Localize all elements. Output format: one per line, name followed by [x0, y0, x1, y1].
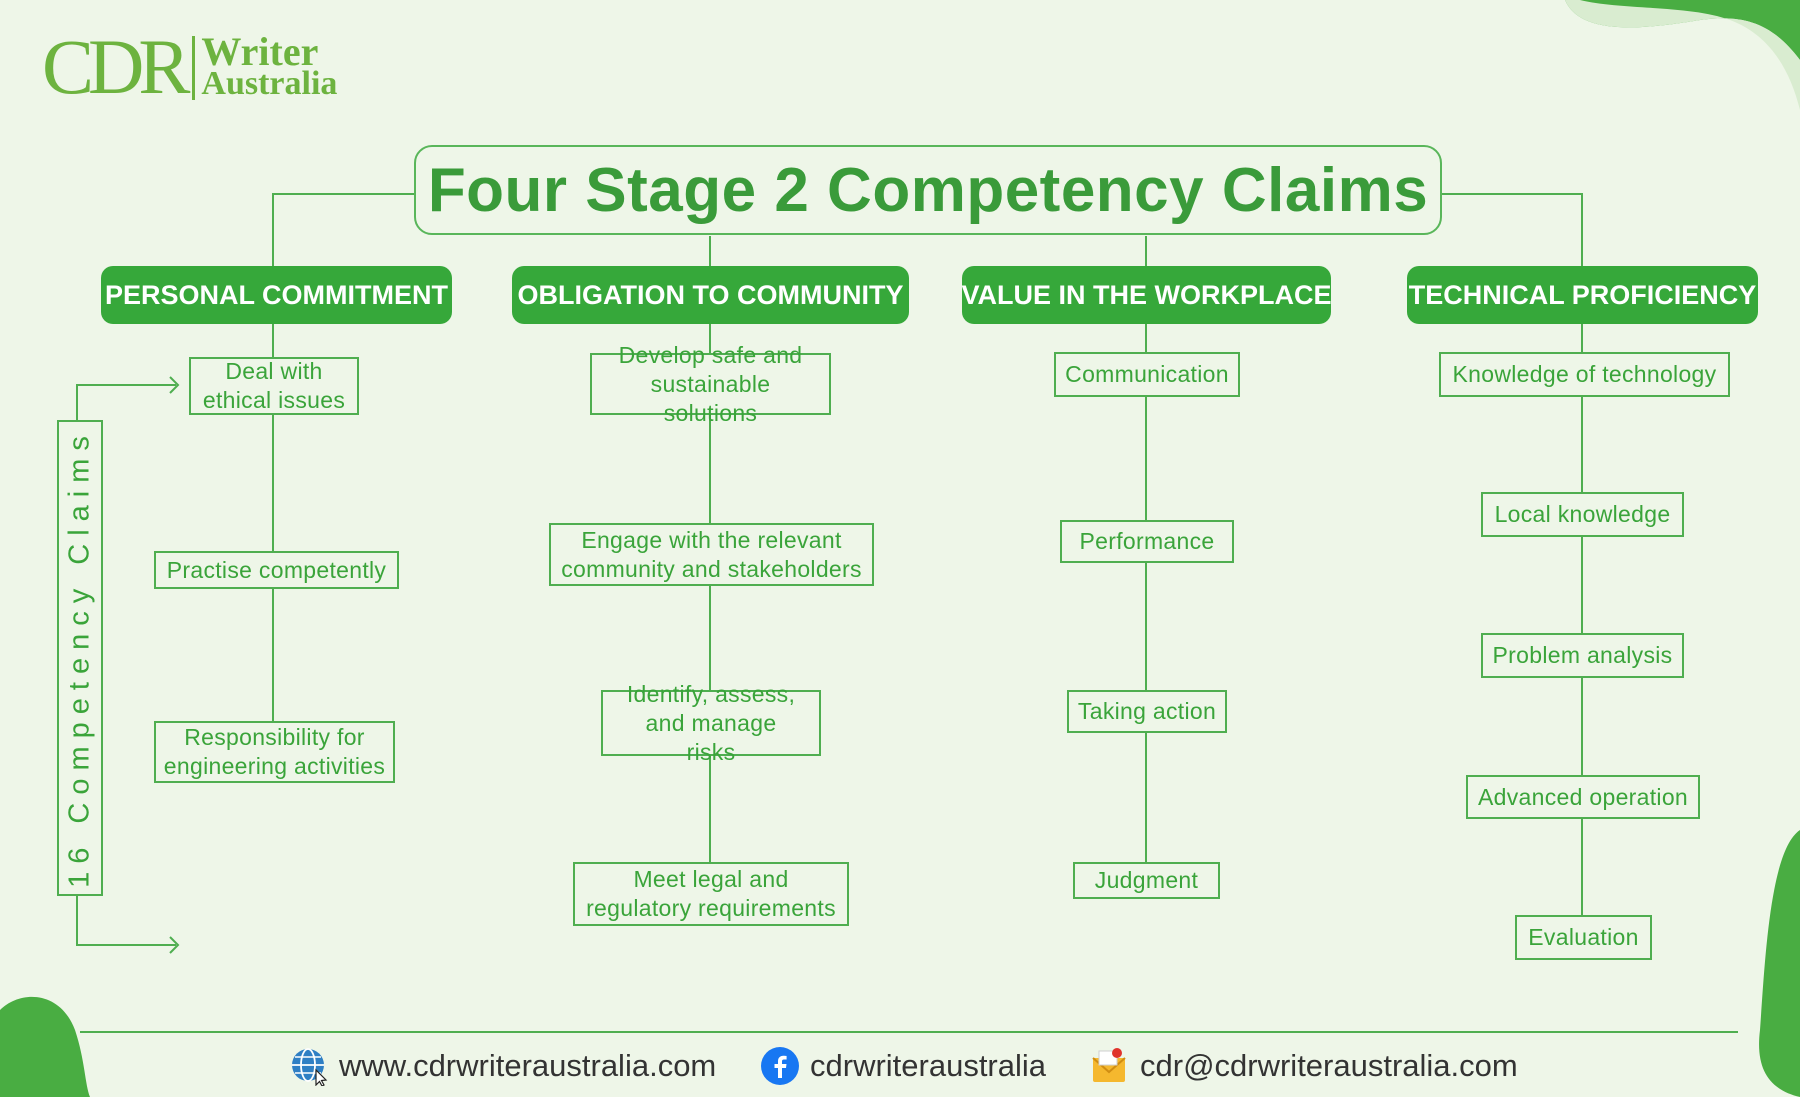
claim-responsibility-for-engineering-activities: Responsibility for engineering activitie…	[154, 721, 395, 783]
email-address[interactable]: cdr@cdrwriteraustralia.com	[1140, 1048, 1518, 1083]
claim-meet-legal-regulatory-requirements: Meet legal and regulatory requirements	[573, 862, 849, 926]
footer-website[interactable]: www.cdrwriteraustralia.com	[289, 1040, 716, 1092]
claim-performance: Performance	[1060, 520, 1234, 563]
side-label-box: 16 Competency Claims	[57, 420, 103, 896]
globe-icon	[292, 1048, 328, 1086]
title-box: Four Stage 2 Competency Claims	[414, 145, 1442, 235]
heading-obligation-to-community: OBLIGATION TO COMMUNITY	[512, 266, 909, 324]
claim-judgment: Judgment	[1073, 862, 1220, 899]
footer-email[interactable]: cdr@cdrwriteraustralia.com	[1090, 1040, 1518, 1092]
claim-engage-with-community-stakeholders: Engage with the relevant community and s…	[549, 523, 874, 586]
heading-value-in-the-workplace: VALUE IN THE WORKPLACE	[962, 266, 1332, 324]
claim-evaluation: Evaluation	[1515, 915, 1652, 960]
footer-contacts: www.cdrwriteraustralia.com cdrwriteraust…	[0, 1040, 1800, 1092]
heading-personal-commitment: PERSONAL COMMITMENT	[101, 266, 452, 324]
claim-problem-analysis: Problem analysis	[1481, 633, 1684, 678]
logo-cdr: CDR	[42, 23, 190, 110]
logo-wordmark: Writer Australia	[192, 29, 338, 102]
footer-divider	[80, 1031, 1738, 1033]
email-icon	[1092, 1048, 1126, 1082]
page-title: Four Stage 2 Competency Claims	[427, 155, 1429, 225]
claim-local-knowledge: Local knowledge	[1481, 492, 1684, 537]
logo-line-1: Writer	[201, 29, 319, 74]
facebook-handle[interactable]: cdrwriteraustralia	[810, 1048, 1047, 1083]
footer-facebook[interactable]: cdrwriteraustralia	[760, 1040, 1046, 1092]
facebook-icon	[761, 1047, 799, 1085]
claim-communication: Communication	[1054, 352, 1240, 397]
website-link[interactable]: www.cdrwriteraustralia.com	[339, 1048, 717, 1083]
claim-identify-assess-manage-risks: Identify, assess, and manage risks	[601, 681, 821, 765]
claim-taking-action: Taking action	[1067, 690, 1227, 733]
claim-advanced-operation: Advanced operation	[1466, 775, 1700, 819]
side-label: 16 Competency Claims	[63, 428, 96, 888]
heading-technical-proficiency: TECHNICAL PROFICIENCY	[1407, 266, 1758, 324]
claim-deal-with-ethical-issues: Deal with ethical issues	[189, 357, 359, 415]
claim-develop-safe-sustainable-solutions: Develop safe and sustainable solutions	[590, 342, 831, 426]
claim-practise-competently: Practise competently	[154, 551, 399, 589]
brand-logo: CDR Writer Australia	[42, 28, 337, 106]
logo-line-2: Australia	[201, 65, 338, 102]
claim-knowledge-of-technology: Knowledge of technology	[1439, 352, 1730, 397]
